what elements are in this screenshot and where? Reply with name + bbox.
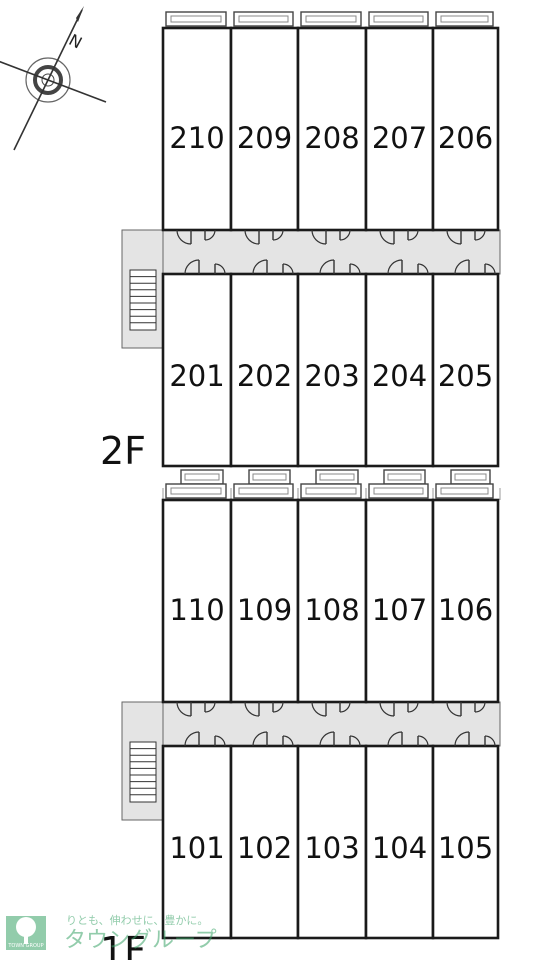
room-number-207: 207 — [372, 121, 427, 155]
door-icon — [474, 701, 486, 713]
compass-needle — [47, 9, 83, 81]
unit-209 — [229, 26, 300, 232]
door-icon — [244, 229, 260, 245]
unit-110 — [161, 498, 233, 704]
stairs-icon — [129, 741, 157, 803]
room-number-106: 106 — [438, 593, 493, 627]
unit-105 — [431, 744, 500, 940]
door-icon — [176, 229, 192, 245]
door-icon — [311, 229, 327, 245]
door-icon — [387, 259, 403, 275]
unit-208 — [296, 26, 368, 232]
door-icon — [417, 263, 429, 275]
unit-210 — [161, 26, 233, 232]
floor-2f: 210 209 208 207 206 201 202 203 204 205 2F — [100, 11, 501, 485]
compass-ring — [25, 57, 71, 103]
room-number-101: 101 — [169, 831, 224, 865]
door-icon — [252, 259, 268, 275]
room-number-102: 102 — [237, 831, 292, 865]
door-icon — [214, 263, 226, 275]
room-number-206: 206 — [438, 121, 493, 155]
door-icon — [339, 229, 351, 241]
unit-106 — [431, 498, 500, 704]
room-number-110: 110 — [169, 593, 224, 627]
door-icon — [349, 263, 361, 275]
door-icon — [454, 731, 470, 747]
tree-logo-icon: TOWN GROUP — [6, 916, 46, 950]
floor-label-2f: 2F — [100, 429, 146, 473]
door-icon — [339, 701, 351, 713]
door-icon — [407, 229, 419, 241]
compass-needle — [0, 60, 49, 81]
unit-205 — [431, 272, 500, 468]
compass-needle — [13, 79, 49, 151]
unit-204 — [364, 272, 435, 468]
room-number-108: 108 — [304, 593, 359, 627]
watermark-brand: タウングループ — [64, 928, 217, 953]
compass-needle — [47, 79, 107, 103]
door-icon — [204, 701, 216, 713]
door-icon — [407, 701, 419, 713]
unit-108 — [296, 498, 368, 704]
floor-1f: 110 109 108 107 106 101 102 103 104 105 1F — [100, 483, 501, 960]
door-icon — [319, 259, 335, 275]
room-number-201: 201 — [169, 359, 224, 393]
compass-arrow-head — [76, 6, 84, 22]
door-icon — [379, 701, 395, 717]
door-icon — [311, 701, 327, 717]
watermark-tagline: りとも、伸わせに、豊かに。 — [66, 914, 208, 927]
room-number-208: 208 — [304, 121, 359, 155]
unit-109 — [229, 498, 300, 704]
door-icon — [176, 701, 192, 717]
room-number-103: 103 — [304, 831, 359, 865]
watermark: TOWN GROUP りとも、伸わせに、豊かに。 タウングループ — [6, 914, 217, 953]
unit-104 — [364, 744, 435, 940]
unit-103 — [296, 744, 368, 940]
door-icon — [484, 735, 496, 747]
room-number-203: 203 — [304, 359, 359, 393]
logo-caption: TOWN GROUP — [7, 943, 43, 949]
unit-201 — [161, 272, 233, 468]
door-icon — [454, 259, 470, 275]
door-icon — [446, 229, 462, 245]
unit-102 — [229, 744, 300, 940]
door-icon — [272, 701, 284, 713]
door-icon — [184, 259, 200, 275]
room-number-209: 209 — [237, 121, 292, 155]
door-icon — [282, 263, 294, 275]
door-icon — [272, 229, 284, 241]
door-icon — [387, 731, 403, 747]
stairs-icon — [129, 269, 157, 331]
door-icon — [349, 735, 361, 747]
door-icon — [474, 229, 486, 241]
room-number-105: 105 — [438, 831, 493, 865]
room-number-109: 109 — [237, 593, 292, 627]
compass-north-label: N — [66, 30, 85, 52]
door-icon — [184, 731, 200, 747]
door-icon — [446, 701, 462, 717]
room-number-104: 104 — [372, 831, 427, 865]
room-number-107: 107 — [372, 593, 427, 627]
door-icon — [252, 731, 268, 747]
unit-206 — [431, 26, 500, 232]
unit-101 — [161, 744, 233, 940]
unit-203 — [296, 272, 368, 468]
door-icon — [204, 229, 216, 241]
door-icon — [379, 229, 395, 245]
compass-inner-ring — [33, 65, 63, 95]
room-number-204: 204 — [372, 359, 427, 393]
door-icon — [244, 701, 260, 717]
room-number-202: 202 — [237, 359, 292, 393]
door-icon — [282, 735, 294, 747]
floor-label-1f: 1F — [100, 929, 146, 960]
door-icon — [417, 735, 429, 747]
door-icon — [214, 735, 226, 747]
compass-icon: N — [0, 6, 107, 151]
door-icon — [484, 263, 496, 275]
room-number-210: 210 — [169, 121, 224, 155]
room-number-205: 205 — [438, 359, 493, 393]
door-icon — [319, 731, 335, 747]
